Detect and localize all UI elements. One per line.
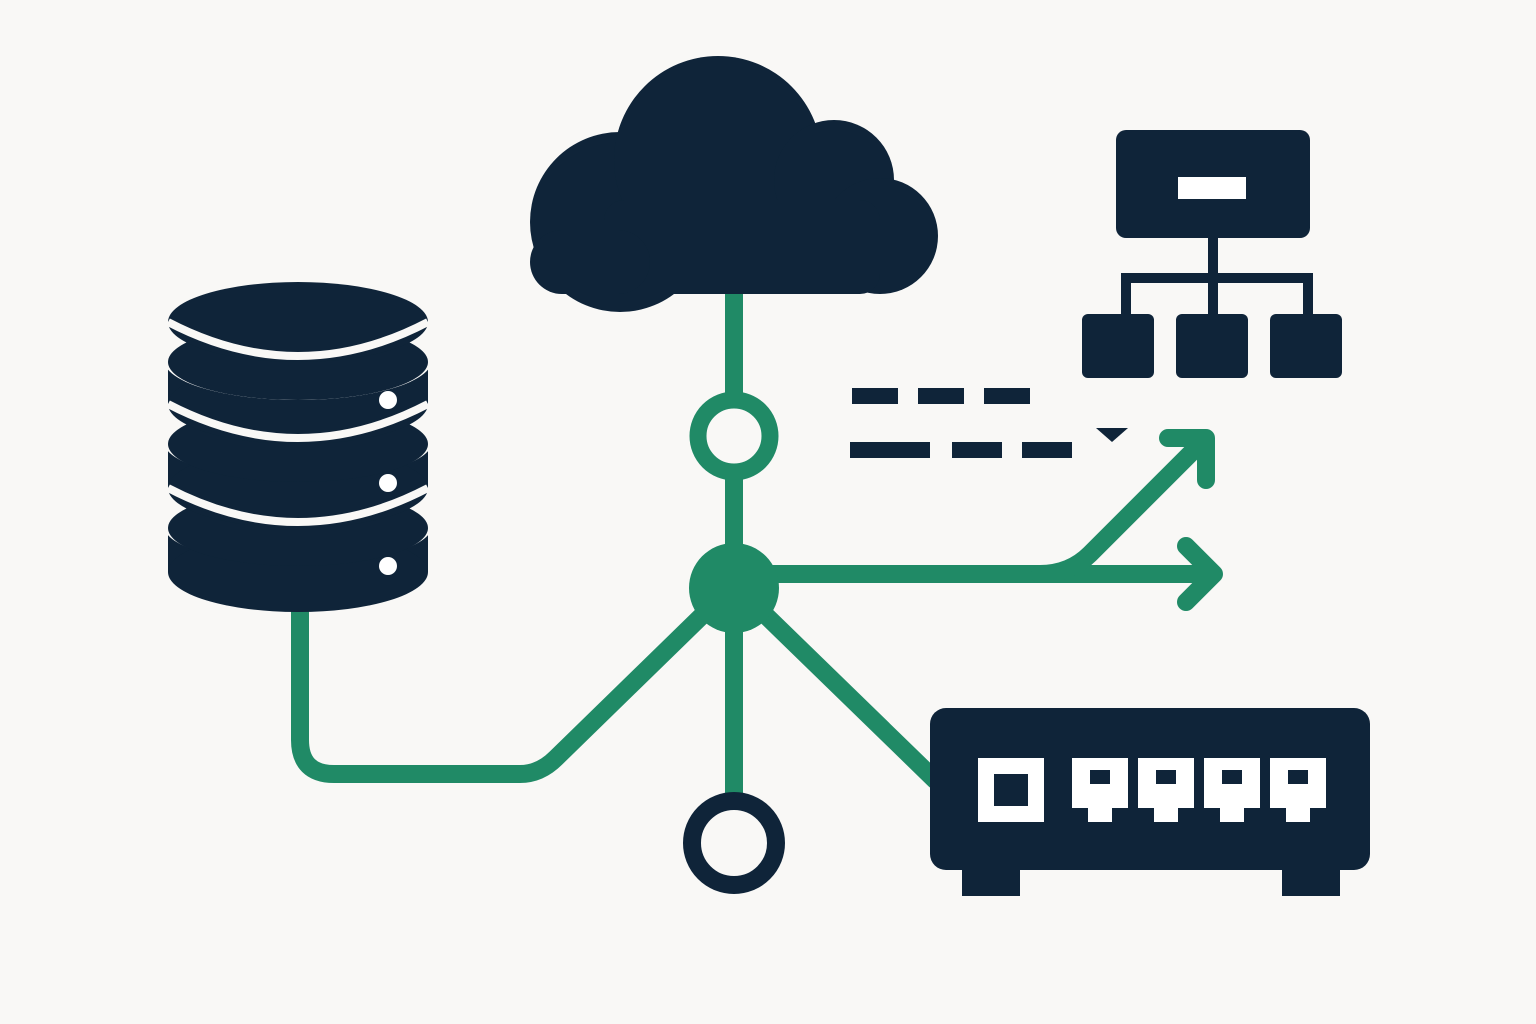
database-to-hub-line <box>291 591 727 783</box>
dash-pointer <box>1096 428 1128 442</box>
straight-arrow-head <box>1177 537 1223 611</box>
dash-row-2-seg-2 <box>952 442 1002 458</box>
org-chart-icon <box>1082 130 1342 378</box>
diagonal-arrow-line <box>1031 443 1201 583</box>
dash-row-2-seg-1 <box>850 442 930 458</box>
switch-port-4 <box>1204 758 1260 822</box>
switch-port-1 <box>978 758 1044 822</box>
cloud-icon <box>530 56 938 312</box>
org-chart-child-3 <box>1270 314 1342 378</box>
dash-row-2-seg-3 <box>1022 442 1072 458</box>
ring-node-icon <box>689 391 779 481</box>
switch-port-3 <box>1138 758 1194 822</box>
dashed-lines <box>850 388 1128 458</box>
dash-row-1-seg-2 <box>918 388 964 404</box>
switch-port-5 <box>1270 758 1326 822</box>
bottom-ring-node-icon <box>683 792 785 894</box>
connector-lines <box>291 283 1209 809</box>
database-icon <box>164 282 432 612</box>
dash-row-1-seg-1 <box>852 388 898 404</box>
database-port-2 <box>379 474 397 492</box>
network-switch-icon <box>930 708 1370 896</box>
switch-port-2 <box>1072 758 1128 822</box>
database-lid <box>166 282 430 362</box>
database-port-3 <box>379 557 397 575</box>
dash-row-1-seg-3 <box>984 388 1030 404</box>
database-port-1 <box>379 391 397 409</box>
arrow-icon <box>1159 429 1223 611</box>
org-chart-parent-slot <box>1178 177 1246 199</box>
diagonal-arrow-head <box>1159 429 1215 489</box>
org-chart-child-2 <box>1176 314 1248 378</box>
hub-node-icon <box>689 543 779 633</box>
org-chart-child-1 <box>1082 314 1154 378</box>
hub-to-switch-line <box>743 593 944 789</box>
